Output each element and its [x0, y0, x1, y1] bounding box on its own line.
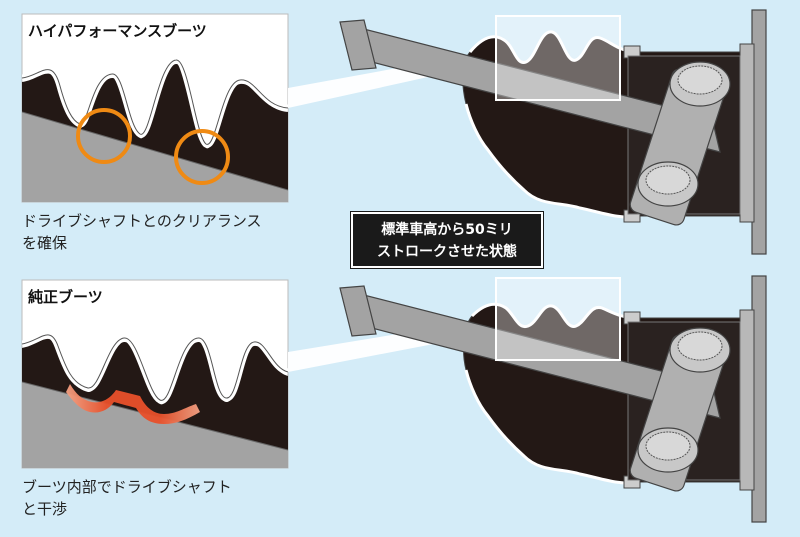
stroke-state-label: 標準車高から50ミリ ストロークさせた状態 — [350, 211, 544, 269]
top-panel-title: ハイパフォーマンスブーツ — [28, 22, 207, 40]
top-assembly — [339, 9, 767, 255]
bottom-caption-line2: と干渉 — [22, 500, 68, 518]
top-zoom-panel — [21, 13, 289, 203]
bottom-assembly — [339, 275, 767, 523]
bottom-zoom-panel — [21, 279, 289, 469]
stroke-state-line1: 標準車高から50ミリ — [381, 222, 513, 238]
stroke-state-line2: ストロークさせた状態 — [377, 244, 517, 260]
interference-highlight — [66, 384, 200, 424]
top-caption-line2: を確保 — [22, 234, 68, 252]
top-zoom-box — [495, 15, 621, 101]
bottom-caption: ブーツ内部でドライブシャフト と干渉 — [22, 476, 232, 520]
top-drive-shaft — [22, 112, 288, 202]
bottom-zoom-box — [495, 277, 621, 361]
clearance-ring-1 — [76, 108, 132, 164]
bottom-caption-line1: ブーツ内部でドライブシャフト — [22, 478, 232, 496]
bottom-panel-title: 純正ブーツ — [28, 288, 103, 306]
top-caption-line1: ドライブシャフトとのクリアランス — [22, 212, 262, 230]
top-caption: ドライブシャフトとのクリアランス を確保 — [22, 210, 262, 254]
clearance-ring-2 — [174, 129, 230, 185]
